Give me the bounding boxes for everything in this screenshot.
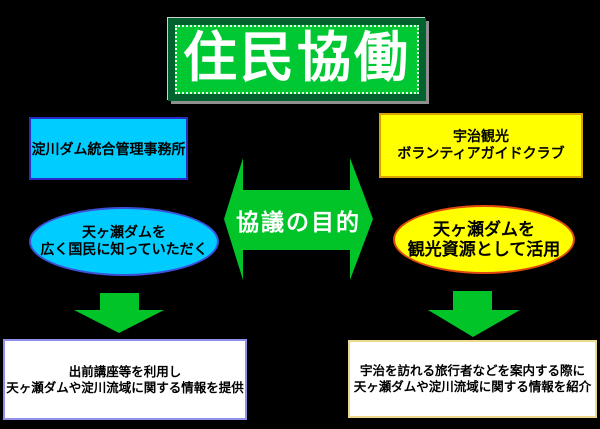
left-goal-line2: 広く国民に知っていただく	[40, 241, 208, 258]
right-org-label-line2: ボランティアガイドクラブ	[397, 145, 565, 162]
left-action-line2: 天ヶ瀬ダムや淀川流域に関する情報を提供	[6, 379, 244, 395]
right-action-line1: 宇治を訪れる旅行者などを案内する際に	[359, 363, 585, 378]
left-action-box: 出前講座等を利用し 天ヶ瀬ダムや淀川流域に関する情報を提供	[3, 339, 247, 420]
right-org-box: 宇治観光 ボランティアガイドクラブ	[379, 113, 583, 178]
left-org-box: 淀川ダム統合管理事務所	[29, 117, 188, 180]
title-banner: 住民協働	[168, 18, 426, 101]
left-org-label: 淀川ダム統合管理事務所	[31, 141, 186, 158]
right-goal-line1: 天ヶ瀬ダムを	[433, 219, 535, 240]
right-action-box: 宇治を訪れる旅行者などを案内する際に 天ヶ瀬ダムや淀川流域に関する情報を紹介	[348, 340, 597, 418]
right-goal-ellipse: 天ヶ瀬ダムを 観光資源として活用	[393, 205, 575, 274]
right-action-line2: 天ヶ瀬ダムや淀川流域に関する情報を紹介	[353, 379, 592, 394]
left-action-line1: 出前講座等を利用し	[68, 363, 182, 379]
down-arrow-right-icon	[428, 291, 520, 337]
left-goal-line1: 天ヶ瀬ダムを	[82, 224, 166, 241]
down-arrow-left-icon	[74, 293, 164, 333]
title-banner-inner: 住民協働	[175, 25, 419, 94]
right-goal-line2: 観光資源として活用	[407, 239, 561, 260]
right-org-label-line1: 宇治観光	[453, 128, 509, 145]
left-goal-ellipse: 天ヶ瀬ダムを 広く国民に知っていただく	[29, 207, 219, 276]
page-title: 住民協働	[183, 26, 411, 89]
purpose-label: 協議の目的	[236, 210, 361, 236]
